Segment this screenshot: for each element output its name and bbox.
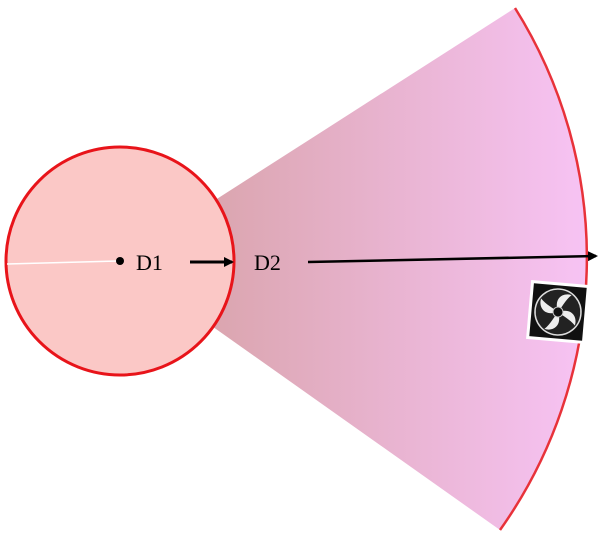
d2-label: D2 xyxy=(254,250,281,275)
d1-label: D1 xyxy=(136,250,163,275)
fan-icon xyxy=(526,280,590,344)
sector-arc xyxy=(498,7,589,531)
long-arrow xyxy=(307,251,598,264)
radius-line xyxy=(6,260,119,265)
center-dot xyxy=(116,257,124,265)
coverage-sector xyxy=(120,8,587,530)
